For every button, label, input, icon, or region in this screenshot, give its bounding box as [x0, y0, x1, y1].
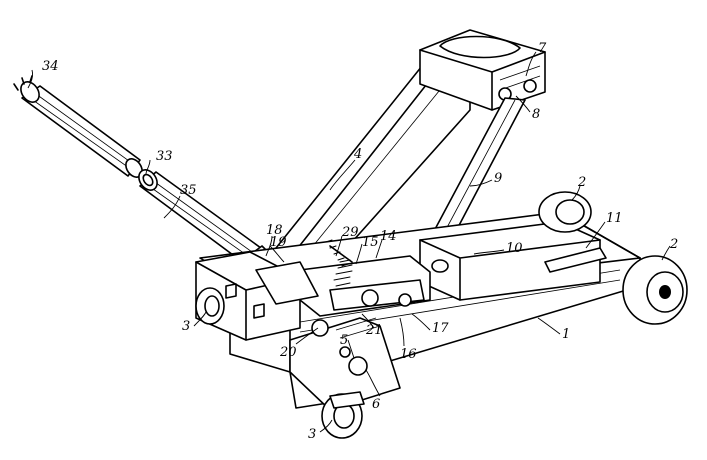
leader-lines — [27, 51, 671, 433]
label-5: 5 — [340, 333, 348, 348]
label-14: 14 — [380, 229, 397, 244]
label-3-bottom: 3 — [308, 427, 316, 442]
label-18: 18 — [266, 223, 283, 238]
label-11: 11 — [606, 211, 623, 226]
label-4: 4 — [353, 147, 362, 162]
saddle — [419, 29, 546, 111]
label-9: 9 — [494, 171, 502, 186]
handle-upper-section — [13, 75, 143, 178]
label-20: 20 — [279, 345, 297, 360]
label-21: 21 — [365, 323, 383, 338]
rear-wheel-lower — [622, 255, 688, 325]
label-16: 16 — [400, 347, 417, 362]
front-plate — [289, 317, 401, 411]
label-6: 6 — [372, 397, 380, 412]
reference-numerals: 34 33 35 4 7 8 9 2 2 11 10 14 15 29 18 1… — [42, 41, 678, 442]
front-caster-left — [195, 287, 225, 325]
label-1: 1 — [562, 327, 570, 342]
label-35: 35 — [180, 183, 197, 198]
rear-wheel-upper — [538, 191, 592, 233]
pump-mechanism — [299, 239, 431, 317]
label-33: 33 — [156, 149, 173, 164]
label-2-upper: 2 — [577, 175, 586, 190]
label-29: 29 — [341, 225, 359, 240]
label-19: 19 — [270, 235, 287, 250]
label-15: 15 — [362, 235, 379, 250]
label-2-lower: 2 — [669, 237, 678, 252]
front-caster-bottom — [321, 391, 365, 439]
label-17: 17 — [432, 321, 449, 336]
label-7: 7 — [538, 41, 547, 56]
handle-socket-bracket — [195, 251, 319, 341]
label-8: 8 — [532, 107, 540, 122]
label-3-left: 3 — [182, 319, 190, 334]
label-10: 10 — [506, 241, 523, 256]
label-34: 34 — [42, 59, 59, 74]
